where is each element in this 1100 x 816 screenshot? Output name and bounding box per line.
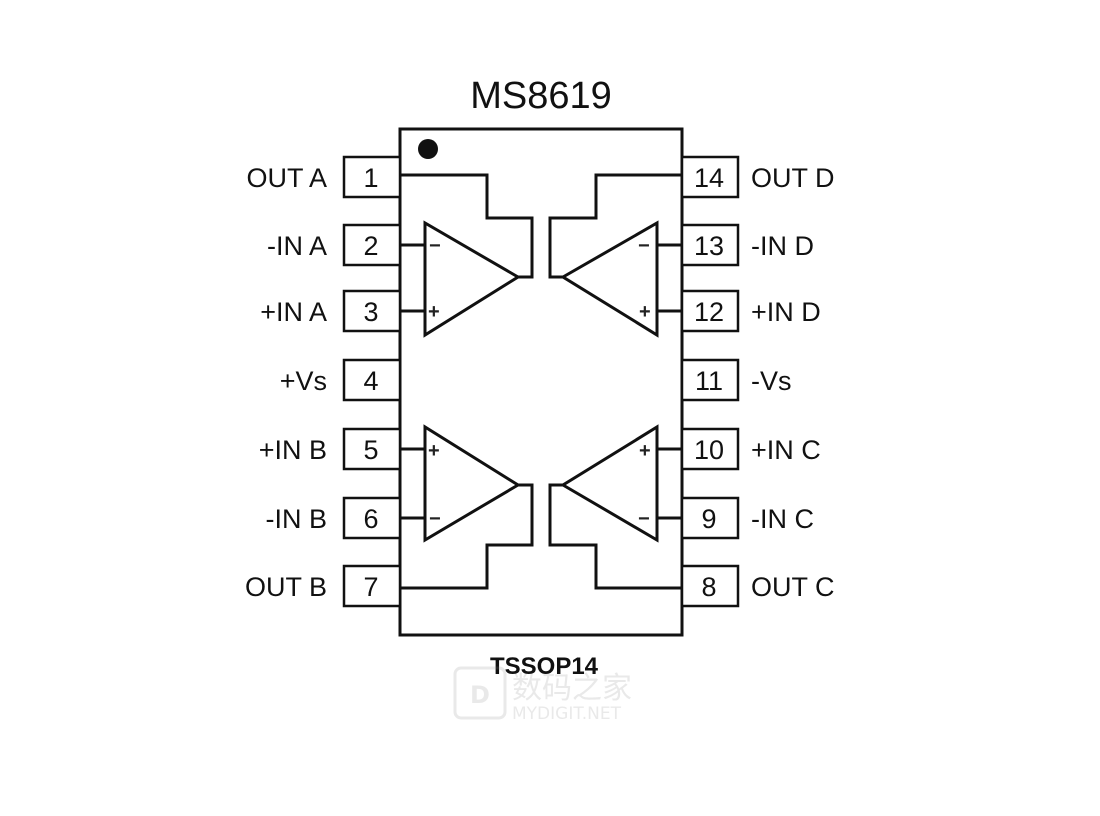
pin-number: 6 [363, 504, 378, 534]
watermark-en: MYDIGIT.NET [512, 704, 622, 724]
plus-sign: + [639, 301, 651, 323]
pin-6: 6 -IN B [265, 496, 402, 540]
pin-number: 7 [363, 572, 378, 602]
chip-body [398, 127, 684, 637]
pin-number: 8 [701, 572, 716, 602]
pin-box [680, 564, 740, 608]
minus-sign: − [429, 235, 441, 257]
pin-number: 13 [694, 231, 724, 261]
pin-label: OUT B [245, 572, 327, 602]
watermark-logo-frame [453, 666, 507, 720]
pin-number: 3 [363, 297, 378, 327]
pin-box [342, 223, 402, 267]
pin-1: 1 OUT A [246, 155, 402, 199]
opamp-c: + − [548, 424, 682, 590]
minus-sign: − [638, 508, 650, 530]
pin-number: 1 [363, 163, 378, 193]
opamp-b: + − [400, 424, 534, 590]
pin-box [680, 496, 740, 540]
pin-2: 2 -IN A [267, 223, 402, 267]
plus-sign: + [428, 301, 440, 323]
watermark-cn: 数码之家 [512, 671, 632, 706]
pin-label: +IN A [260, 297, 327, 327]
pin-label: +Vs [280, 366, 327, 396]
pin-label: OUT D [751, 163, 835, 193]
pin-number: 9 [701, 504, 716, 534]
plus-sign: + [428, 440, 440, 462]
pin-label: +IN B [259, 435, 327, 465]
pin-number: 12 [694, 297, 724, 327]
pin-8: 8 OUT C [680, 564, 835, 608]
opamp-a: − + [400, 173, 534, 338]
pin-label: OUT A [246, 163, 327, 193]
pin-label: +IN C [751, 435, 821, 465]
pin-5: 5 +IN B [259, 427, 402, 471]
pin-label: -IN B [265, 504, 327, 534]
pin1-marker [418, 139, 438, 159]
pin-9: 9 -IN C [680, 496, 814, 540]
pin-label: -IN A [267, 231, 327, 261]
pin-box [342, 155, 402, 199]
pin-number: 5 [363, 435, 378, 465]
pin-label: +IN D [751, 297, 821, 327]
pin-label: -IN C [751, 504, 814, 534]
chip-title: MS8619 [470, 75, 612, 117]
pin-14: 14 OUT D [680, 155, 835, 199]
minus-sign: − [638, 235, 650, 257]
pin-box [342, 289, 402, 333]
watermark: D 数码之家 MYDIGIT.NET [453, 666, 632, 724]
pin-number: 4 [363, 366, 378, 396]
pin-label: -IN D [751, 231, 814, 261]
pin-box [680, 427, 740, 471]
pin-label: -Vs [751, 366, 792, 396]
package-label: TSSOP14 [490, 653, 599, 680]
pin-box [342, 427, 402, 471]
pin-label: OUT C [751, 572, 835, 602]
pin-box [680, 358, 740, 402]
pin-4: 4 +Vs [280, 358, 402, 402]
opamp-d: − + [548, 173, 682, 338]
pin-11: 11 -Vs [680, 358, 792, 402]
minus-sign: − [429, 508, 441, 530]
pin-number: 14 [694, 163, 724, 193]
pin-number: 11 [695, 366, 723, 396]
watermark-logo-glyph: D [470, 681, 490, 709]
pin-12: 12 +IN D [680, 289, 821, 333]
pin-number: 2 [363, 231, 378, 261]
plus-sign: + [639, 440, 651, 462]
pin-10: 10 +IN C [680, 427, 821, 471]
pin-box [680, 155, 740, 199]
pin-7: 7 OUT B [245, 564, 402, 608]
pin-box [342, 564, 402, 608]
pin-13: 13 -IN D [680, 223, 814, 267]
pin-box [342, 358, 402, 402]
pin-3: 3 +IN A [260, 289, 402, 333]
pin-number: 10 [694, 435, 724, 465]
